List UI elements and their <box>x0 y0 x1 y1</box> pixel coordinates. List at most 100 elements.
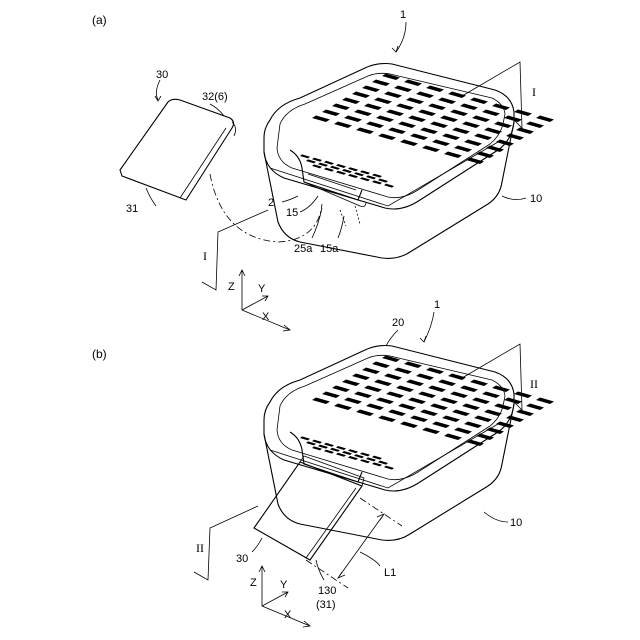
floor-slot <box>470 98 488 105</box>
label-group-b: 20 <box>392 317 404 329</box>
floor-slot <box>374 98 392 105</box>
axis-a-z: Z <box>228 281 235 293</box>
label-edge-a: 15 <box>286 207 298 219</box>
tray-a-notch-edge <box>304 182 366 207</box>
floor-slot <box>376 398 394 405</box>
tray-a <box>264 64 554 259</box>
label-fold-sub-b: (31) <box>316 599 336 611</box>
front-slot <box>372 456 382 460</box>
front-slot <box>300 154 310 158</box>
floor-slot <box>448 92 466 99</box>
floor-slot <box>432 140 450 147</box>
floor-slot <box>526 404 544 411</box>
floor-slot <box>364 386 382 393</box>
floor-slot <box>352 92 370 99</box>
floor-slot <box>332 104 350 111</box>
label-fold-b: 130 <box>318 585 336 597</box>
front-slot <box>360 452 370 456</box>
floor-slot <box>322 110 340 117</box>
floor-slot <box>362 368 380 375</box>
tray-b <box>264 346 554 541</box>
label-assembly-a: 1 <box>400 9 406 21</box>
part-30-b-hinge <box>300 456 364 486</box>
axis-a-x: X <box>262 311 270 323</box>
front-slot <box>348 167 358 171</box>
axis-b-z: Z <box>250 577 257 589</box>
front-slot <box>312 158 322 162</box>
front-slot <box>336 446 346 450</box>
tray-a-inner-rim <box>277 73 505 197</box>
section-a-label-upper: I <box>532 85 536 99</box>
label-length-b: L1 <box>384 567 396 579</box>
tray-a-slots <box>300 74 554 188</box>
floor-slot <box>394 368 412 375</box>
floor-slot <box>398 404 416 411</box>
part-30-b-fold <box>306 488 356 558</box>
floor-slot <box>312 116 330 123</box>
section-b-label-upper: II <box>530 377 538 391</box>
floor-slot <box>454 146 472 153</box>
label-part-b: 30 <box>236 553 248 565</box>
floor-slot <box>388 410 406 417</box>
floor-slot <box>428 104 446 111</box>
tray-a-rim-underside <box>270 142 498 206</box>
part-30-b <box>254 456 364 560</box>
floor-slot <box>388 128 406 135</box>
dimension-L1: L1 <box>306 498 402 588</box>
floor-slot <box>404 80 422 87</box>
label-notch-a: 2 <box>268 197 274 209</box>
floor-slot <box>484 410 502 417</box>
floor-slot <box>516 410 534 417</box>
front-slot <box>324 443 334 447</box>
floor-slot <box>454 428 472 435</box>
part-30-plate <box>120 99 234 200</box>
floor-slot <box>372 362 390 369</box>
floor-slot <box>444 434 462 441</box>
floor-slot <box>356 128 374 135</box>
floor-slot <box>430 404 448 411</box>
front-slot <box>318 163 328 167</box>
floor-slot <box>416 374 434 381</box>
section-a-label-lower: I <box>203 249 207 263</box>
floor-slot <box>504 398 522 405</box>
front-slot <box>306 159 316 163</box>
front-slot <box>384 466 394 470</box>
floor-slot <box>442 134 460 141</box>
front-slot <box>366 175 376 179</box>
floor-slot <box>432 422 450 429</box>
label-part-a: 30 <box>156 69 168 81</box>
front-slot <box>330 448 340 452</box>
section-a-marker-lower: I <box>202 210 268 290</box>
floor-slot <box>418 392 436 399</box>
front-slot <box>312 164 322 168</box>
front-slot <box>336 171 346 175</box>
label-rib-b: 15a <box>320 243 339 255</box>
axis-b-x: X <box>284 609 292 621</box>
front-slot <box>378 461 388 465</box>
floor-slot <box>536 116 554 123</box>
floor-slot <box>396 386 414 393</box>
front-slot <box>318 445 328 449</box>
floor-slot <box>496 140 514 147</box>
floor-slot <box>470 380 488 387</box>
floor-slot <box>462 122 480 129</box>
floor-slot <box>460 104 478 111</box>
floor-slot <box>404 362 422 369</box>
panel-a-label: (a) <box>92 13 107 27</box>
panel-b-label: (b) <box>92 347 107 361</box>
label-rib-a: 25a <box>294 243 313 255</box>
floor-slot <box>504 116 522 123</box>
floor-slot <box>386 392 404 399</box>
floor-slot <box>378 416 396 423</box>
floor-slot <box>354 110 372 117</box>
floor-slot <box>410 134 428 141</box>
axes-a: Z Y X <box>228 270 290 331</box>
front-slot <box>306 441 316 445</box>
floor-slot <box>342 98 360 105</box>
floor-slot <box>354 392 372 399</box>
panel-a: (a) I I <box>92 9 554 331</box>
floor-slot <box>362 86 380 93</box>
floor-slot <box>464 140 482 147</box>
floor-slot <box>482 110 500 117</box>
